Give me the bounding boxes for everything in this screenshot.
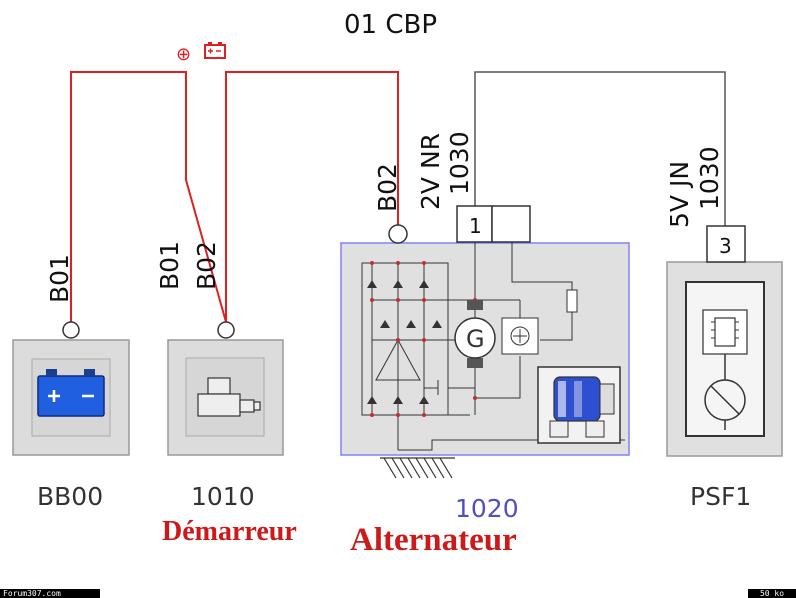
signal-wires xyxy=(474,71,726,226)
alternator-pin: 1 xyxy=(469,214,482,238)
footer-size: 50 ko xyxy=(748,589,796,598)
label-starter-wire-b: B02 xyxy=(192,241,221,290)
wire-battery xyxy=(70,71,227,323)
caption-starter: 1010 xyxy=(191,482,255,511)
alternator-icon xyxy=(537,366,621,444)
alternator-connector: 1 xyxy=(456,205,531,243)
alternator-terminal xyxy=(388,224,408,244)
battery-icon xyxy=(37,369,105,417)
positive-symbol: ⊕ xyxy=(176,44,191,65)
wire-signal xyxy=(474,71,726,226)
label-psf-signal-color: 5V JN xyxy=(665,161,694,228)
component-psf1: 3 xyxy=(666,225,783,457)
label-psf-signal-ref: 1030 xyxy=(695,146,724,210)
psf-connector: 3 xyxy=(706,225,746,263)
component-starter xyxy=(167,321,284,456)
lamp-icon xyxy=(704,354,746,430)
name-alternator: Alternateur xyxy=(350,522,517,558)
label-alternator-wire: B02 xyxy=(373,163,402,212)
diagram-title: 01 CBP xyxy=(344,10,437,40)
starter-terminal xyxy=(217,321,235,339)
generator-symbol: G xyxy=(454,300,496,368)
junction-dots xyxy=(370,261,477,417)
starter-motor-icon xyxy=(197,377,261,417)
footer-site: Forum307.com xyxy=(0,589,100,598)
ground-hatch xyxy=(380,457,455,479)
power-wires xyxy=(70,71,399,323)
battery-icon xyxy=(204,42,226,59)
name-starter: Démarreur xyxy=(162,516,297,547)
diodes xyxy=(367,280,442,404)
positive-battery-symbol: ⊕ xyxy=(176,42,226,65)
chip-icon xyxy=(702,309,748,355)
wire-alternator xyxy=(225,71,399,322)
component-alternator: 1 xyxy=(340,205,630,479)
label-battery-wire: B01 xyxy=(45,254,74,303)
label-alt-signal-color: 2V NR xyxy=(416,133,445,210)
component-battery xyxy=(12,321,130,456)
label-starter-wire-a: B01 xyxy=(155,241,184,290)
label-alt-signal-ref: 1030 xyxy=(445,131,474,195)
battery-terminal xyxy=(62,321,80,339)
caption-battery: BB00 xyxy=(37,482,103,511)
caption-psf1: PSF1 xyxy=(690,482,751,511)
psf-pin: 3 xyxy=(719,234,732,258)
caption-alternator: 1020 xyxy=(455,494,519,523)
svg-text:G: G xyxy=(466,325,485,353)
